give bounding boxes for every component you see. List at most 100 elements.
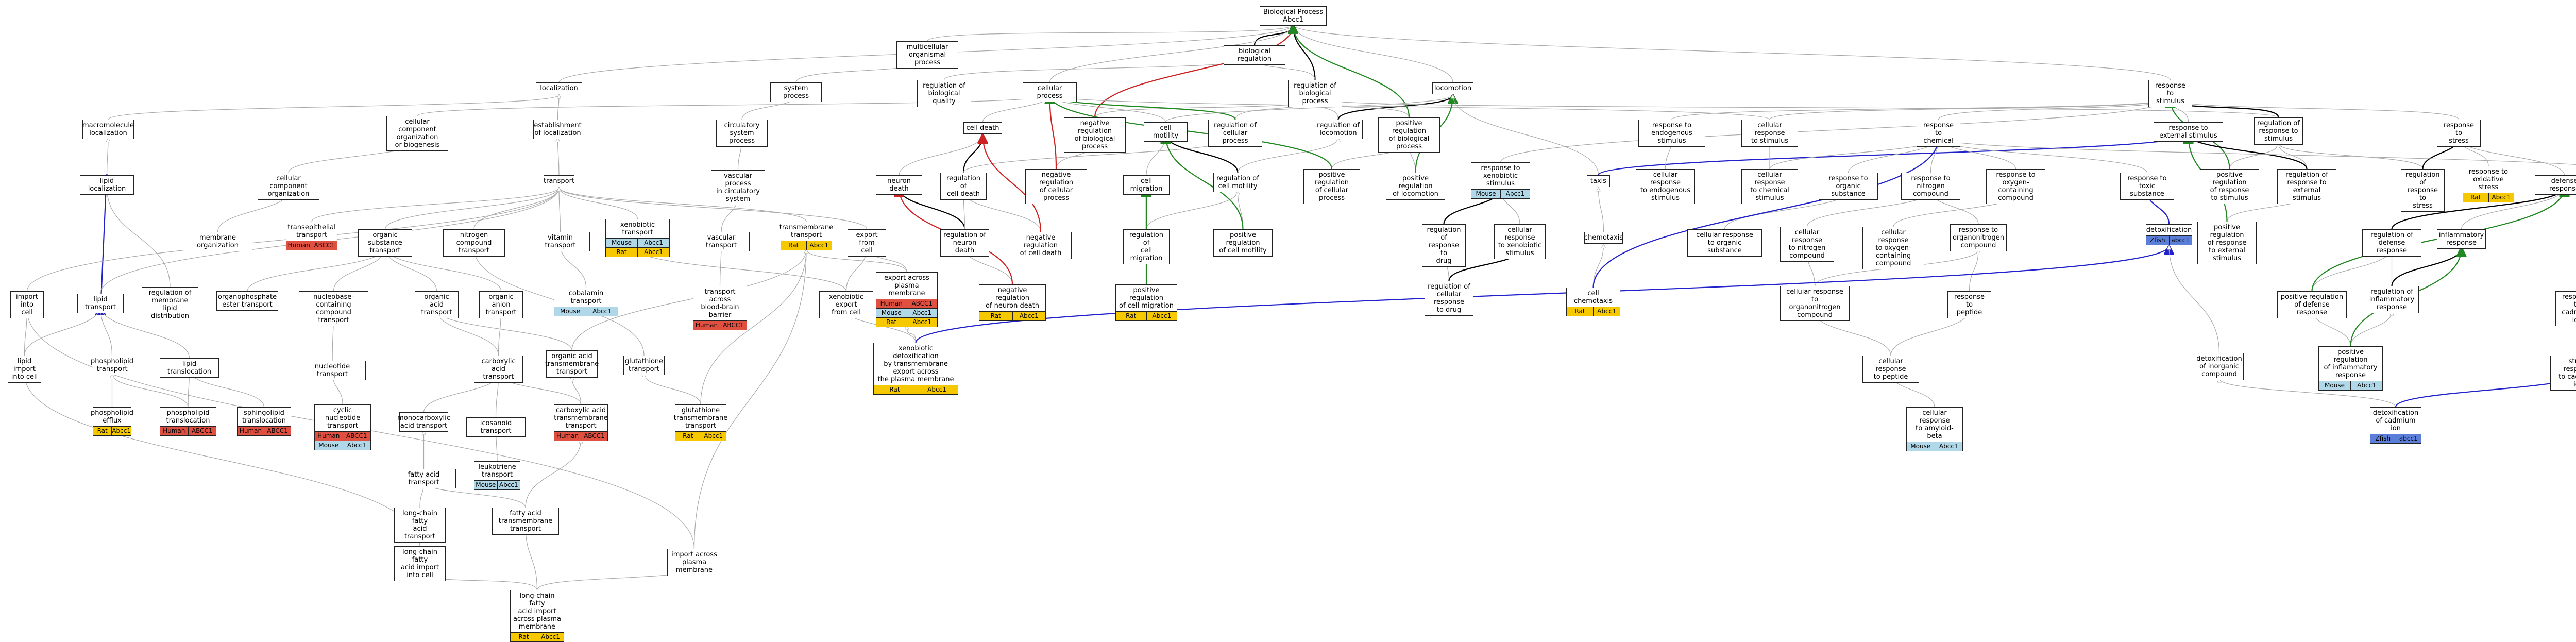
go-term-resptoxic[interactable]: response to toxic substance — [2120, 173, 2174, 200]
go-term-ccorg2[interactable]: cellular component organization — [258, 173, 319, 200]
go-term-locomotion[interactable]: locomotion — [1432, 82, 1473, 94]
go-term-membraneorg[interactable]: membrane organization — [183, 232, 252, 251]
go-term-regloco[interactable]: regulation of locomotion — [1314, 120, 1363, 139]
go-term-negregbp[interactable]: negative regulation of biological proces… — [1064, 117, 1126, 153]
go-term-reginflam[interactable]: regulation of inflammatory response — [2365, 286, 2419, 313]
go-term-celldeath[interactable]: cell death — [963, 122, 1002, 134]
go-term-posregrespext[interactable]: positive regulation of response to exter… — [2197, 222, 2257, 264]
go-term-breg[interactable]: biological regulation — [1224, 45, 1285, 65]
go-term-regcellmig[interactable]: regulation of cell migration — [1123, 229, 1170, 264]
go-term-negregcelldeath[interactable]: negative regulation of cell death — [1010, 232, 1072, 259]
go-term-orgacidtm[interactable]: organic acid transmembrane transport — [546, 350, 598, 378]
go-term-estloc[interactable]: establishment of localization — [533, 120, 582, 139]
go-term-respnitro[interactable]: response to nitrogen compound — [1901, 173, 1960, 200]
go-term-organiontrans[interactable]: organic anion transport — [479, 291, 523, 318]
go-term-cellrespxeno[interactable]: cellular response to xenobiotic stimulus — [1494, 224, 1546, 259]
go-term-cellresporg[interactable]: cellular response to organic substance — [1687, 229, 1762, 257]
go-term-nuclttrans[interactable]: nucleotide transport — [299, 361, 366, 380]
go-term-monocarb[interactable]: monocarboxylic acid transport — [399, 412, 448, 432]
go-term-ccorg[interactable]: cellular component organization or bioge… — [386, 116, 448, 151]
go-term-cellmig[interactable]: cell migration — [1123, 175, 1170, 195]
go-term-respoxy[interactable]: response to oxygen-containing compound — [1986, 169, 2045, 204]
go-term-regcellrespdrug[interactable]: regulation of cellular response to drug — [1425, 281, 1473, 316]
go-term-detoxinorg[interactable]: detoxification of inorganic compound — [2195, 353, 2244, 380]
go-term-regcellmot[interactable]: regulation of cell motility — [1213, 173, 1262, 192]
go-term-vittrans[interactable]: vitamin transport — [531, 232, 590, 251]
go-term-respN[interactable]: response to organonitrogen compound — [1950, 224, 2007, 251]
go-term-lipidtrans[interactable]: lipid transport — [77, 294, 124, 313]
go-term-cellrespnitro[interactable]: cellular response to nitrogen compound — [1780, 227, 1834, 262]
go-term-transport[interactable]: transport — [544, 175, 574, 187]
go-term-cellresppep[interactable]: cellular response to peptide — [1862, 356, 1919, 383]
go-term-resporgsub[interactable]: response to organic substance — [1819, 173, 1878, 200]
go-term-regrespdrug[interactable]: regulation of response to drug — [1422, 224, 1466, 267]
go-term-inflam[interactable]: inflammatory response — [2437, 229, 2486, 249]
go-term-respext[interactable]: response to external stimulus — [2154, 122, 2223, 142]
go-term-importplasma[interactable]: import across plasma membrane — [667, 549, 721, 576]
go-term-regcelldeath[interactable]: regulation of cell death — [940, 173, 987, 200]
go-term-importcell[interactable]: import into cell — [10, 291, 44, 318]
go-term-respendo[interactable]: response to endogenous stimulus — [1638, 120, 1705, 147]
go-term-respchem[interactable]: response to chemical — [1917, 120, 1960, 147]
go-term-chemotaxis[interactable]: chemotaxis — [1584, 232, 1623, 244]
go-term-glutathione[interactable]: glutathione transport — [623, 356, 665, 375]
go-term-respstress[interactable]: response to stress — [2437, 120, 2481, 147]
go-term-bp[interactable]: Biological Process Abcc1 — [1260, 6, 1327, 26]
go-term-stresscad[interactable]: stress response to cadmium ion — [2550, 356, 2576, 391]
go-term-posregdef[interactable]: positive regulation of defense response — [2277, 291, 2347, 318]
go-term-lcfaimportplasma[interactable]: long-chain fatty acid import across plas… — [510, 590, 564, 642]
go-term-sysproc[interactable]: system process — [770, 82, 822, 102]
go-term-cellrespendo[interactable]: cellular response to endogenous stimulus — [1636, 169, 1695, 204]
go-term-xenoexport[interactable]: xenobiotic export from cell — [819, 291, 873, 318]
go-term-lcfa[interactable]: long-chain fatty acid transport — [394, 508, 446, 543]
go-term-lipidloc[interactable]: lipid localization — [80, 175, 134, 195]
go-term-posregloco[interactable]: positive regulation of locomotion — [1386, 173, 1445, 200]
go-term-regdefresp[interactable]: regulation of defense response — [2362, 229, 2421, 257]
go-term-regbp[interactable]: regulation of biological process — [1288, 80, 1342, 107]
go-term-cellrespstim[interactable]: cellular response to stimulus — [1741, 120, 1798, 147]
go-term-negregcellproc[interactable]: negative regulation of cellular process — [1025, 169, 1087, 204]
go-term-carbacid[interactable]: carboxylic acid transport — [474, 356, 523, 383]
go-term-regcellproc[interactable]: regulation of cellular process — [1208, 120, 1262, 147]
go-term-taxis[interactable]: taxis — [1587, 175, 1610, 187]
go-term-fattyacid[interactable]: fatty acid transport — [392, 469, 456, 488]
go-term-neurondeath[interactable]: neuron death — [876, 175, 922, 195]
go-term-phosptrans[interactable]: phospholipid transport — [93, 356, 131, 375]
go-term-posreginflam[interactable]: positive regulation of inflammatory resp… — [2318, 346, 2383, 391]
go-term-regmemlip[interactable]: regulation of membrane lipid distributio… — [142, 287, 198, 322]
go-term-icosanoid[interactable]: icosanoid transport — [466, 417, 526, 437]
go-term-nucltrans[interactable]: nucleobase-containing compound transport — [299, 291, 368, 326]
go-term-posregrespstim[interactable]: positive regulation of response to stimu… — [2200, 169, 2259, 204]
go-term-posregbp[interactable]: positive regulation of biological proces… — [1378, 117, 1440, 153]
go-term-multi[interactable]: multicellular organismal process — [896, 41, 958, 69]
go-term-fatm[interactable]: fatty acid transmembrane transport — [492, 508, 559, 535]
go-term-orgphos[interactable]: organophosphate ester transport — [216, 291, 278, 311]
go-term-lcfaimport[interactable]: long-chain fatty acid import into cell — [394, 546, 446, 581]
go-term-cellrespN[interactable]: cellular response to organonitrogen comp… — [1780, 286, 1850, 321]
go-term-cellmot[interactable]: cell motility — [1144, 122, 1188, 142]
go-term-cellrespchem[interactable]: cellular response to chemical stimulus — [1741, 169, 1798, 204]
go-term-lipidimport[interactable]: lipid import into cell — [8, 356, 41, 383]
go-term-regrespstim[interactable]: regulation of response to stimulus — [2254, 117, 2303, 145]
go-term-resppep[interactable]: response to peptide — [1947, 291, 1991, 318]
go-term-defresp[interactable]: defense response — [2535, 175, 2576, 195]
